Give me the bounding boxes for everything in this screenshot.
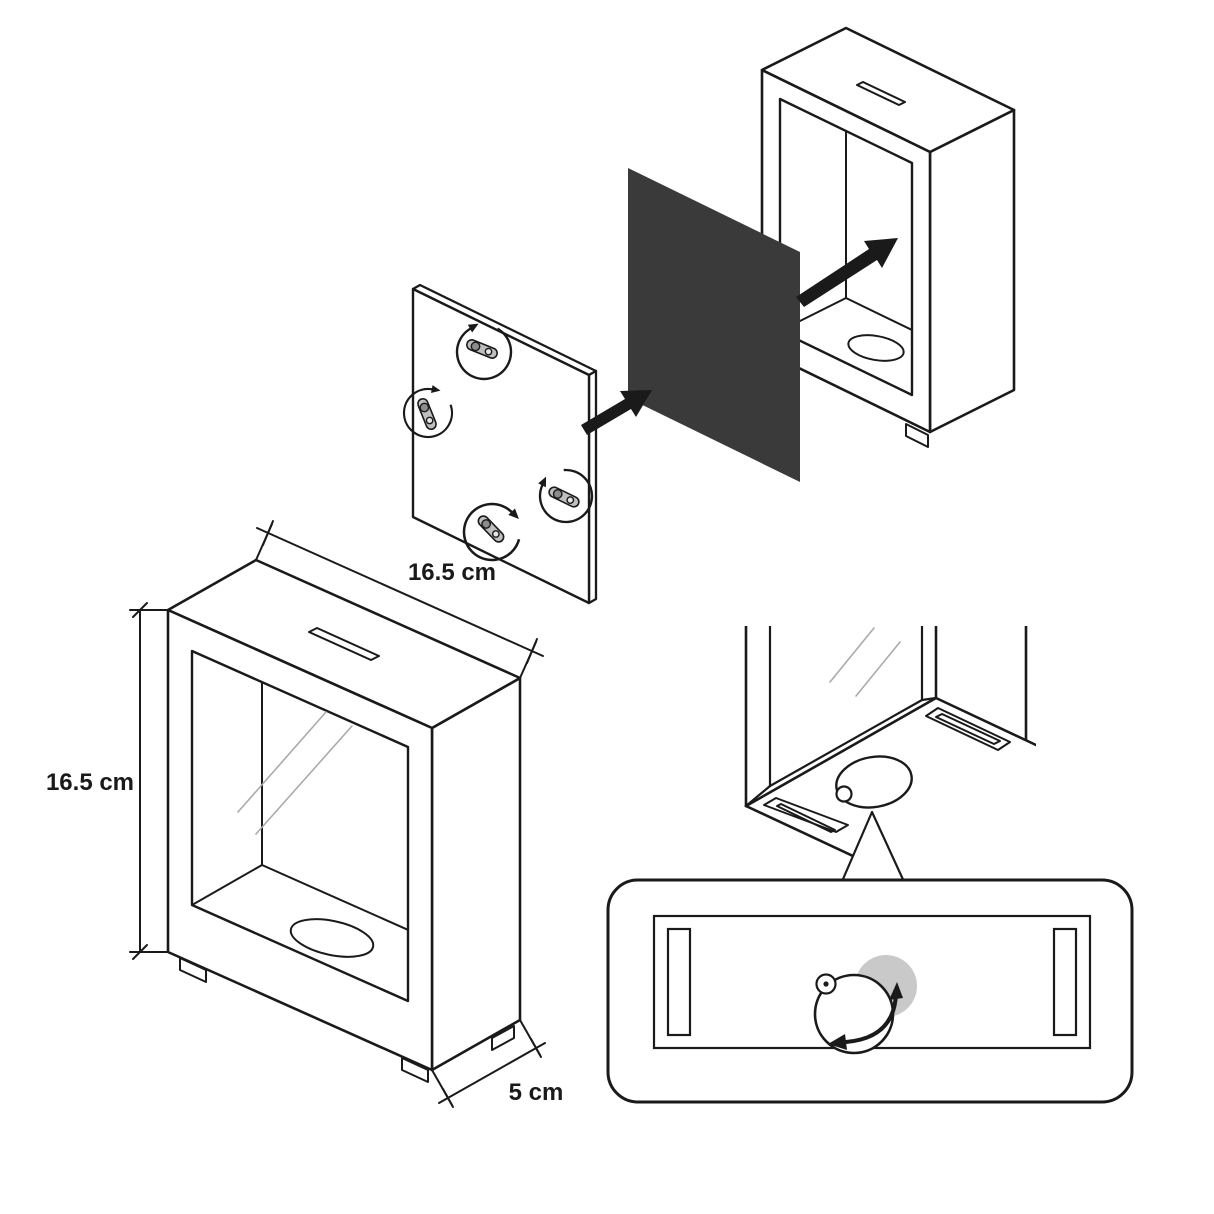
dimension-tick — [132, 602, 148, 618]
height-dimension-label: 16.5 cm — [46, 769, 134, 796]
foot-pad — [925, 707, 1011, 751]
bottom-back-edge — [934, 696, 1036, 747]
back-panel — [394, 283, 602, 605]
exploded-assembly-view — [394, 26, 1016, 605]
back-panel-face — [411, 287, 591, 605]
foot-pad-slot — [1052, 927, 1078, 1037]
width-dimension: 16.5 cm — [255, 520, 544, 679]
pivot-dot — [823, 981, 829, 987]
dimension-tick — [262, 520, 274, 546]
depth-dimension: 5 cm — [431, 1019, 564, 1108]
disc-pivot-knob — [835, 785, 853, 803]
coin-hole-ellipse — [847, 334, 905, 362]
dimension-tick — [442, 1088, 454, 1108]
glass-reflection — [829, 627, 875, 683]
dimension-view: 16.5 cm 16.5 cm 5 cm — [46, 520, 564, 1108]
rotating-disc-closure — [835, 755, 913, 809]
foot-pad-inner — [935, 713, 1001, 745]
glass-reflection — [255, 725, 353, 835]
height-dimension: 16.5 cm — [46, 602, 169, 960]
width-dimension-label: 16.5 cm — [408, 559, 496, 586]
foot-pad-slot — [666, 927, 692, 1037]
coin-hole-ellipse — [289, 918, 375, 958]
depth-dimension-label: 5 cm — [509, 1079, 564, 1106]
dimension-line — [438, 1042, 546, 1104]
box-right-face — [928, 108, 1016, 434]
money-box — [760, 26, 1016, 448]
photo-insert-panel — [628, 168, 800, 482]
glass-reflection — [855, 641, 901, 697]
box-foot — [491, 1025, 515, 1051]
dimension-line — [256, 527, 544, 657]
dimension-tick — [530, 1038, 542, 1058]
glass-reflection — [237, 711, 327, 813]
money-box-dimensioned — [166, 558, 522, 1083]
interior-back-frame — [845, 99, 912, 363]
assembly-arrow-icon — [796, 238, 898, 307]
detail-callout-box — [606, 878, 1134, 1104]
assembly-arrow-icon — [581, 390, 652, 435]
dimension-tick — [132, 944, 148, 960]
coin-slot — [308, 627, 380, 661]
turn-arrow-icon — [828, 982, 903, 1050]
box-right-face — [430, 676, 522, 1072]
foot-pad-inner — [776, 803, 836, 833]
box-foot — [905, 423, 929, 448]
box-foot — [179, 957, 207, 983]
window-sill-edge — [768, 698, 924, 788]
bottom-detail-view — [606, 626, 1134, 1104]
bottom-left-edge — [744, 696, 938, 808]
dimension-tick — [526, 638, 538, 664]
box-foot — [401, 1057, 429, 1083]
edge-line — [192, 864, 263, 906]
coin-slot — [856, 81, 906, 106]
